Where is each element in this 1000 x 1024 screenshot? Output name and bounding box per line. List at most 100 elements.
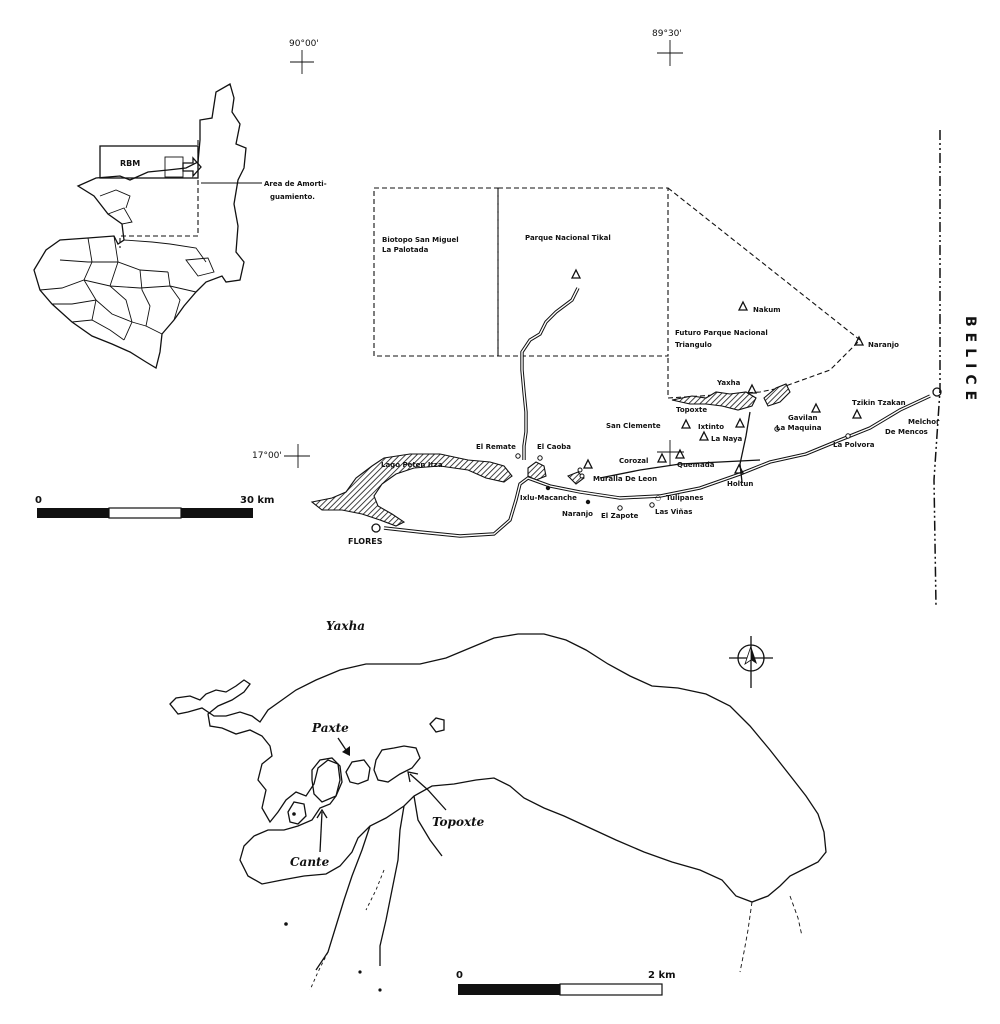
label-naranjo-s: Naranjo <box>562 510 593 518</box>
upper-scale-seg-3 <box>181 508 253 518</box>
upper-scale-seg-2 <box>108 507 182 519</box>
label-el-zapote: El Zapote <box>601 512 639 520</box>
el-remate-dot <box>515 453 521 459</box>
roads <box>383 287 931 538</box>
label-gavilan: Gavilan <box>788 414 818 422</box>
site-nakum-triangle <box>737 300 749 311</box>
el-caoba-dot <box>537 455 543 461</box>
upper-scale-seg-1 <box>37 508 109 518</box>
label-cante: Cante <box>290 855 330 869</box>
lat-label: 17°00' <box>252 451 282 461</box>
triangulo-label-2: Triangulo <box>675 341 712 349</box>
lower-scale-seg-2 <box>559 983 663 996</box>
lake-peten-itza <box>310 453 513 527</box>
protected-areas: Biotopo San Miguel La Palotada Parque Na… <box>373 187 861 399</box>
label-topoxte: Topoxte <box>676 406 707 414</box>
tikal-label: Parque Nacional Tikal <box>525 234 611 242</box>
triangulo-label-1: Futuro Parque Nacional <box>675 329 768 337</box>
lake-small-remate <box>527 461 547 481</box>
lon-west-label: 90°00' <box>289 39 319 49</box>
site-quemada-triangle <box>674 448 686 459</box>
label-flores: FLORES <box>348 537 383 546</box>
label-la-naya: La Naya <box>711 435 743 443</box>
label-nakum: Nakum <box>753 306 781 314</box>
belice-label: BELICE <box>962 316 978 406</box>
biotopo-label-2: La Palotada <box>382 246 429 254</box>
cante-arrow-line <box>319 811 323 853</box>
label-san-clemente: San Clemente <box>606 422 661 430</box>
site-corozal-triangle <box>656 452 668 463</box>
label-el-remate: El Remate <box>476 443 516 451</box>
lakes <box>310 383 791 527</box>
label-naranjo-ne: Naranjo <box>868 341 899 349</box>
label-lago-peten-itza: Lago Peten Itza <box>381 461 443 469</box>
department-boundaries <box>39 189 215 341</box>
label-paxte: Paxte <box>311 721 349 735</box>
label-melchor-1: Melchor <box>908 418 940 426</box>
lower-scale-seg-1 <box>458 984 560 995</box>
site-yaxha-triangle <box>746 383 758 394</box>
lower-scale-bar: 0 2 km <box>456 970 676 996</box>
lower-map-yaxha: Yaxha Paxte Cante Topoxte <box>169 619 827 992</box>
naranjo-s-dot <box>585 499 591 505</box>
inset-arrow <box>182 156 202 178</box>
island-east <box>373 745 421 783</box>
stream-west <box>379 805 405 966</box>
lower-map-title: Yaxha <box>326 619 365 633</box>
guatemala-outline <box>33 83 247 370</box>
label-corozal: Corozal <box>619 457 648 465</box>
site-la-naya-triangle <box>698 430 710 441</box>
label-tulipanes: Tulipanes <box>666 494 703 502</box>
border-line <box>933 130 941 607</box>
track-south <box>599 459 761 479</box>
buffer-label-2: guamiento. <box>270 193 315 201</box>
topoxte-arrowhead <box>407 771 419 783</box>
lower-scale-end: 2 km <box>648 970 676 981</box>
cante-arrowhead <box>316 808 328 819</box>
label-la-polvora: La Polvora <box>833 441 875 449</box>
topoxte-arrow-line <box>409 773 447 811</box>
lon-east-label: 89°30' <box>652 29 682 39</box>
rbm-label: RBM <box>120 159 140 168</box>
paxte-arrowhead <box>342 746 350 756</box>
las-vinas-dot <box>649 502 655 508</box>
stream-southwest <box>315 825 371 971</box>
buffer-label-1: Area de Amorti- <box>264 180 327 188</box>
upper-scale-bar: 0 30 km <box>35 495 274 519</box>
lake-sacnab <box>763 383 791 407</box>
island-cante <box>287 801 307 825</box>
site-gavilan-triangle <box>810 402 822 413</box>
buffer-zone-dashed <box>119 140 199 248</box>
coordinate-marks: 90°00' 89°30' 17°00' <box>252 29 684 468</box>
label-la-maquina: La Maquina <box>776 424 822 432</box>
label-tulipanes-marker: ○ <box>655 494 661 502</box>
lake-yaxha-shoreline <box>169 633 827 903</box>
upper-scale-start: 0 <box>35 495 42 506</box>
rbm-box <box>99 145 199 179</box>
north-arrow-icon <box>729 636 773 688</box>
label-las-vinas: Las Viñas <box>655 508 692 516</box>
label-el-caoba: El Caoba <box>537 443 571 451</box>
site-holtun-triangle <box>733 463 745 474</box>
site-tikal-triangle <box>570 268 582 279</box>
site-san-clemente-triangle <box>680 418 692 429</box>
inset-map-guatemala: RBM Area de Amorti- guamiento. <box>33 83 327 370</box>
label-ixlu-macanche: Ixlu-Macanche <box>520 494 577 502</box>
road-tikal <box>520 287 580 460</box>
el-zapote-dot <box>617 505 623 511</box>
stream-south-east <box>739 901 753 973</box>
inset-study-box <box>164 156 184 178</box>
label-muralla-de-leon: Muralla De Leon <box>593 475 657 483</box>
melchor-circle <box>932 387 942 397</box>
site-muralla-triangle <box>582 458 594 469</box>
site-labels: Nakum Naranjo Yaxha Topoxte Tzikin Tzaka… <box>348 306 940 546</box>
site-ixtinto-triangle <box>734 417 746 428</box>
label-holtun: Holtun <box>727 480 753 488</box>
biotopo-box <box>373 187 499 357</box>
triangulo-area <box>667 187 861 399</box>
flores-circle <box>371 523 381 533</box>
ixlu-dot <box>545 485 551 491</box>
label-yaxha: Yaxha <box>716 379 741 387</box>
lower-scale-start: 0 <box>456 970 463 981</box>
